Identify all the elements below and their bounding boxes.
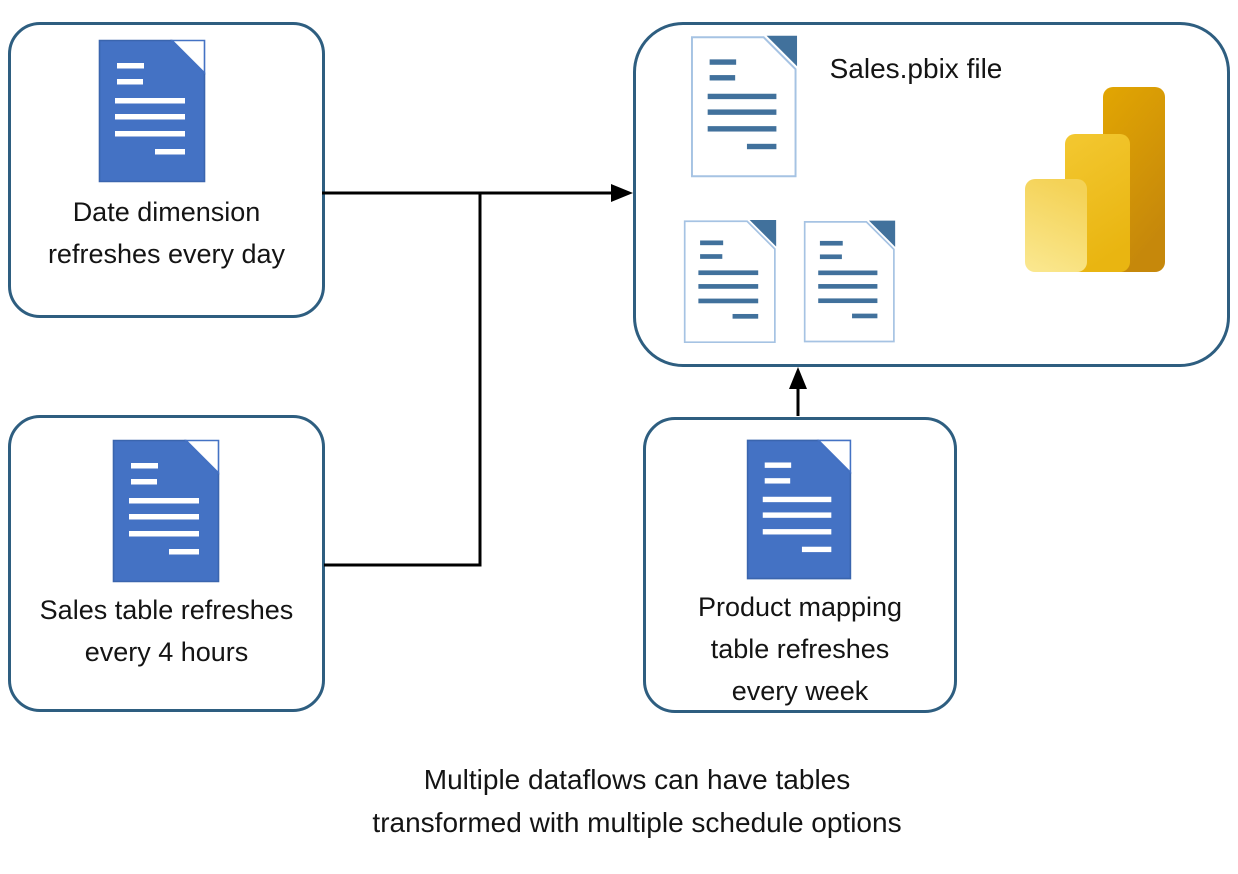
document-page [98,39,206,183]
blue-document-icon [112,439,220,583]
diagram-caption: Multiple dataflows can have tables trans… [372,764,902,838]
document-fold [749,219,777,247]
document-page [803,221,895,343]
arrowhead-icon [789,367,807,389]
node-label-date-dimension: Date dimension refreshes every day [47,197,286,269]
node-sales-table: Sales table refreshes every 4 hours [8,415,325,712]
node-date-dimension: Date dimension refreshes every day [8,22,325,318]
arrowhead-icon [611,184,633,202]
document-text-lines [698,240,759,319]
node-label-sales-table: Sales table refreshes every 4 hours [39,595,294,667]
document-fold [184,439,220,475]
document-page [683,220,776,344]
pbix-file-label: Sales.pbix file [829,53,1003,84]
white-document-icon [690,35,798,178]
document-text-lines [115,63,185,155]
blue-document-icon [746,439,852,580]
document-text-lines [818,240,878,319]
white-document-icon [683,219,777,344]
document-page [690,36,797,178]
document-fold [816,439,852,475]
document-text-lines [707,59,777,150]
document-fold [868,220,896,247]
document-text-lines [129,463,199,555]
document-fold [170,39,206,75]
node-label-product-mapping: Product mapping table refreshes every we… [697,592,903,706]
powerbi-bar-short [1025,179,1087,272]
node-product-mapping: Product mapping table refreshes every we… [643,417,957,713]
blue-document-icon [98,39,206,183]
document-text-lines [762,462,832,553]
document-page [112,439,220,583]
connector-sales-to-junction [324,194,482,567]
node-pbix-file: Sales.pbix file [633,22,1230,367]
white-document-icon [803,220,896,343]
document-page [746,439,852,580]
power-bi-logo [1025,87,1165,272]
